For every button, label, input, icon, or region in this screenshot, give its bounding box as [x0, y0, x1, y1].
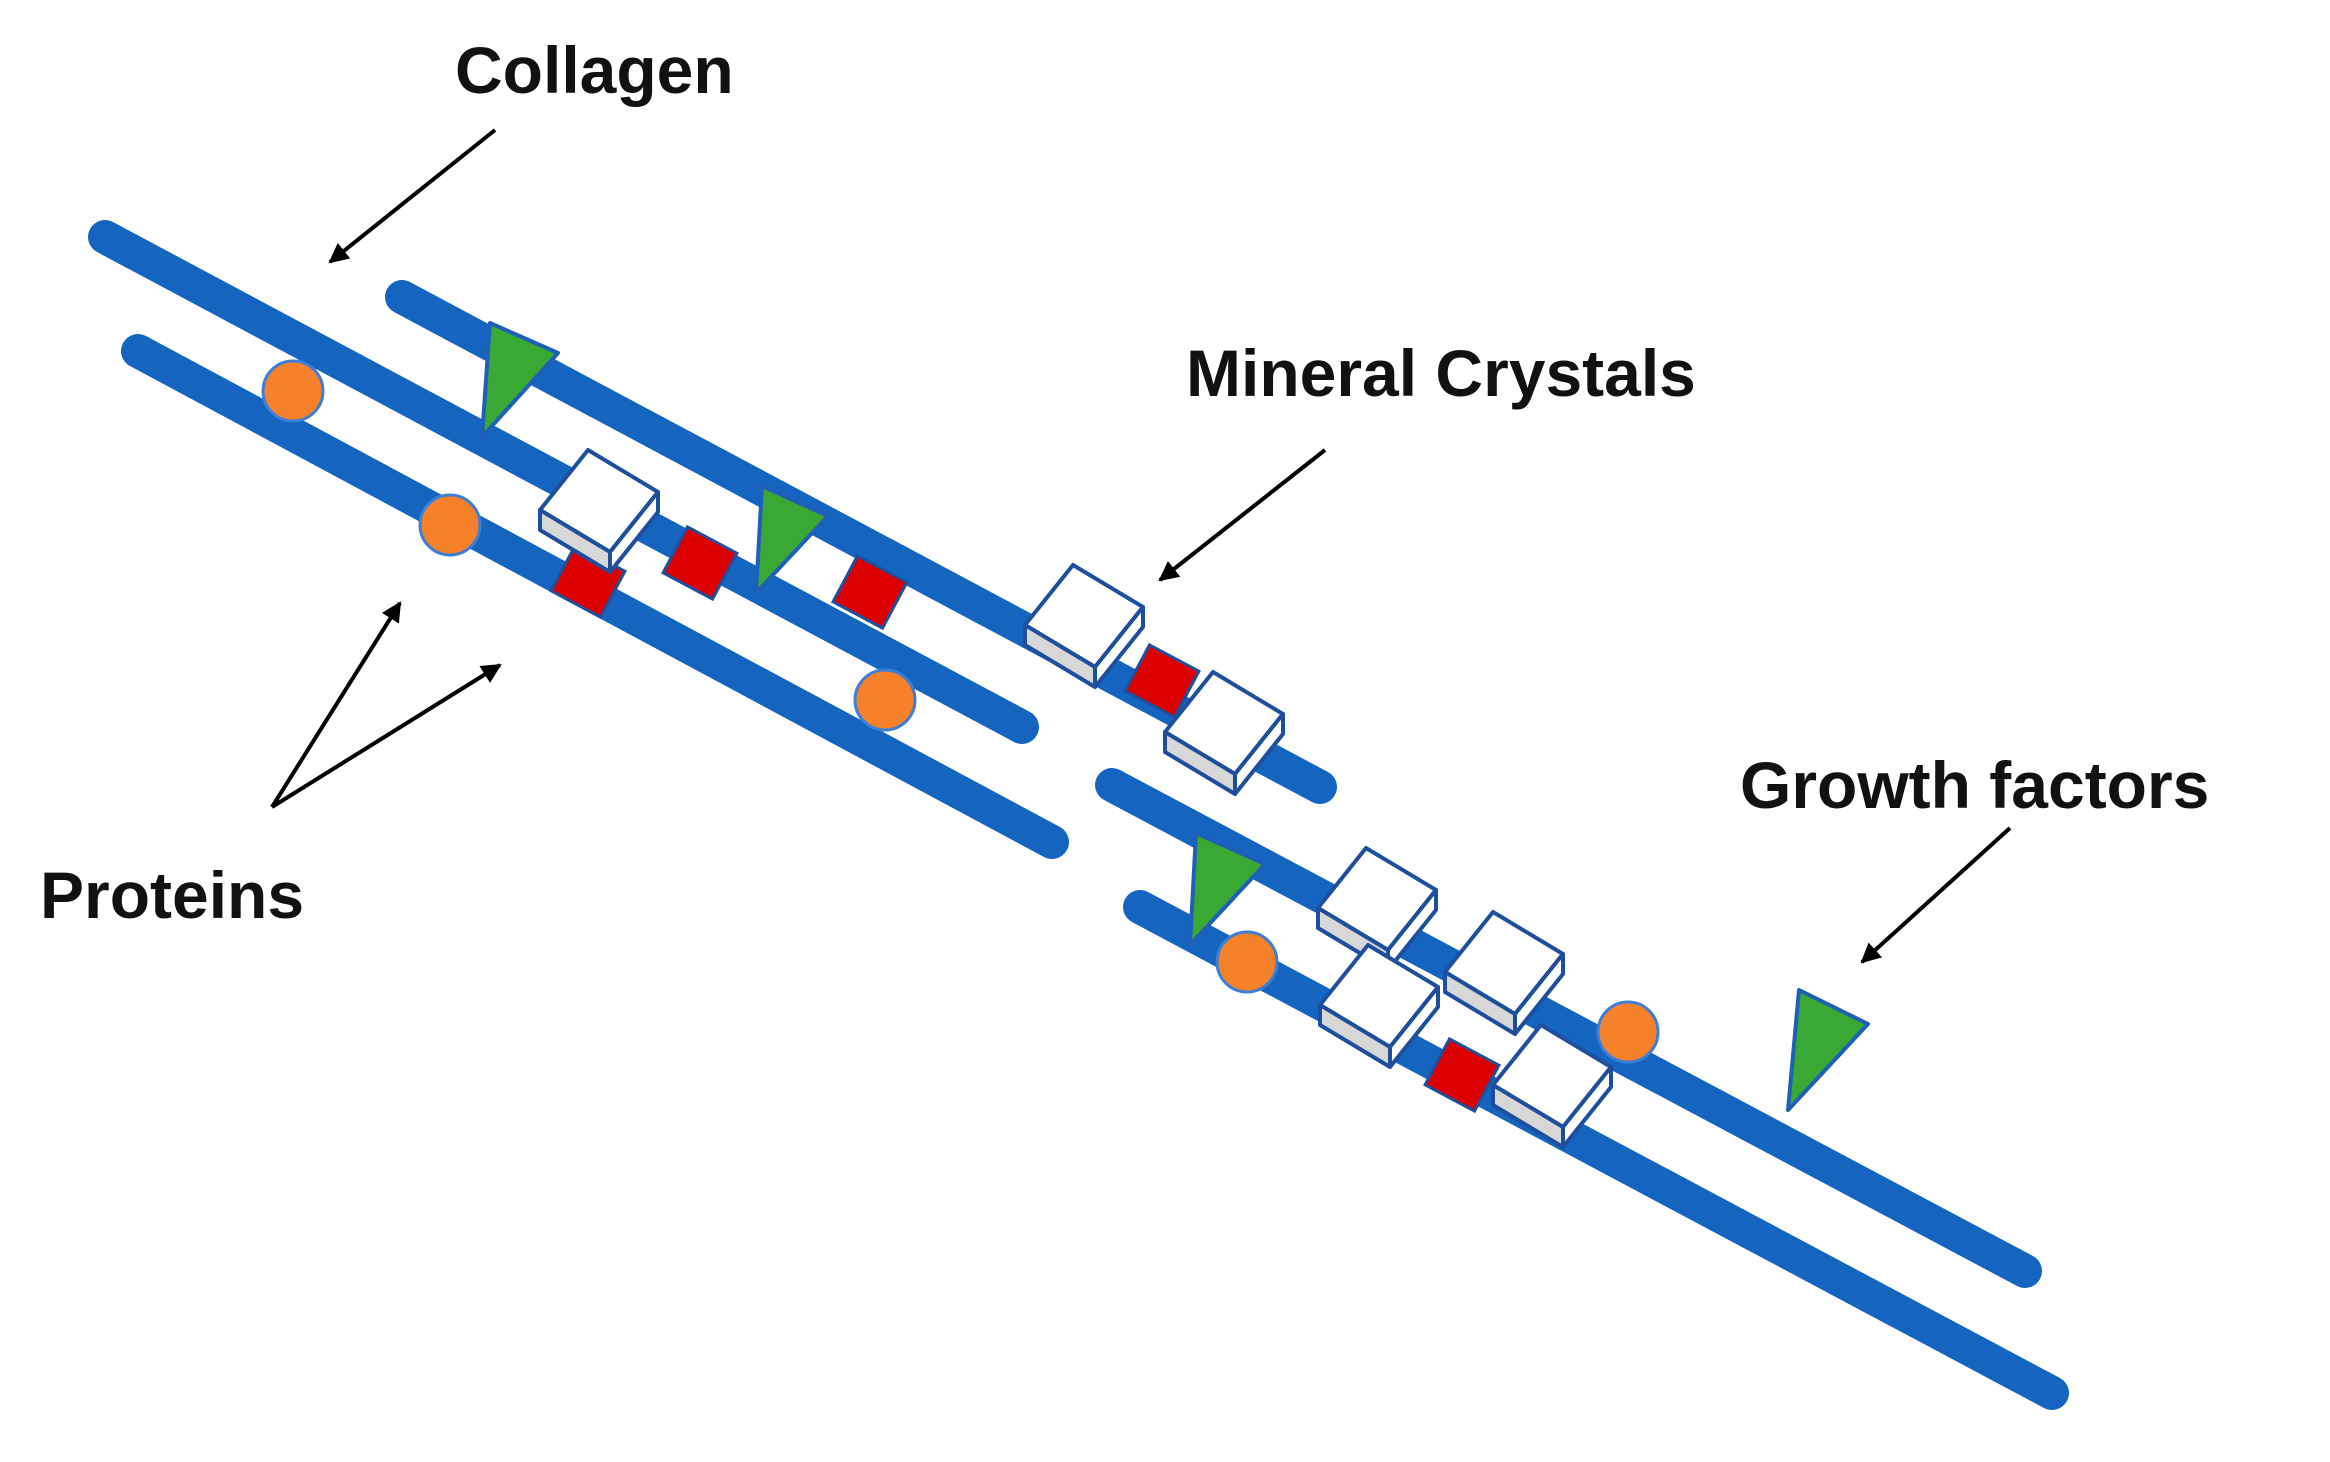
collagen-arrow	[328, 128, 497, 264]
collagen-fiber-right-lower	[1123, 890, 2069, 1410]
mineral-crystals-arrow	[1158, 448, 1327, 582]
growth-factors-label: Growth factors	[1740, 748, 2209, 822]
mineral-crystals-label: Mineral Crystals	[1186, 336, 1696, 410]
red-block	[661, 524, 739, 602]
growth-factor-triangle	[1786, 988, 1870, 1112]
growth-factor-triangle	[480, 321, 560, 439]
mineral-crystal-cube	[1163, 670, 1285, 796]
proteins-arrow-2	[270, 663, 502, 809]
mineral-crystal-cube	[1491, 1023, 1613, 1149]
mineral-crystal-cube	[538, 448, 660, 574]
red-block	[1423, 1036, 1501, 1114]
proteins-arrow-1	[270, 601, 402, 809]
red-blocks	[549, 524, 1501, 1114]
annotation-arrows	[270, 128, 2012, 964]
red-block	[831, 553, 909, 631]
mineral-crystal-cube	[1318, 943, 1440, 1069]
protein-dot	[1215, 930, 1279, 994]
growth-factors	[480, 321, 1870, 1112]
protein-dot	[418, 493, 482, 557]
mineral-crystal-cube	[1443, 910, 1565, 1036]
proteins-label: Proteins	[40, 858, 304, 932]
proteins	[261, 359, 1660, 1064]
growth-factors-arrow	[1860, 826, 2012, 964]
collagen-label: Collagen	[455, 33, 734, 107]
protein-dot	[261, 359, 325, 423]
protein-dot	[1596, 1000, 1660, 1064]
growth-factor-triangle	[754, 484, 830, 595]
mineral-crystals	[538, 448, 1613, 1149]
protein-dot	[853, 668, 917, 732]
growth-factor-triangle	[1188, 831, 1267, 947]
red-block	[1123, 642, 1201, 720]
mineral-crystal-cube	[1023, 563, 1145, 689]
mineral-crystal-cube	[1316, 846, 1438, 972]
